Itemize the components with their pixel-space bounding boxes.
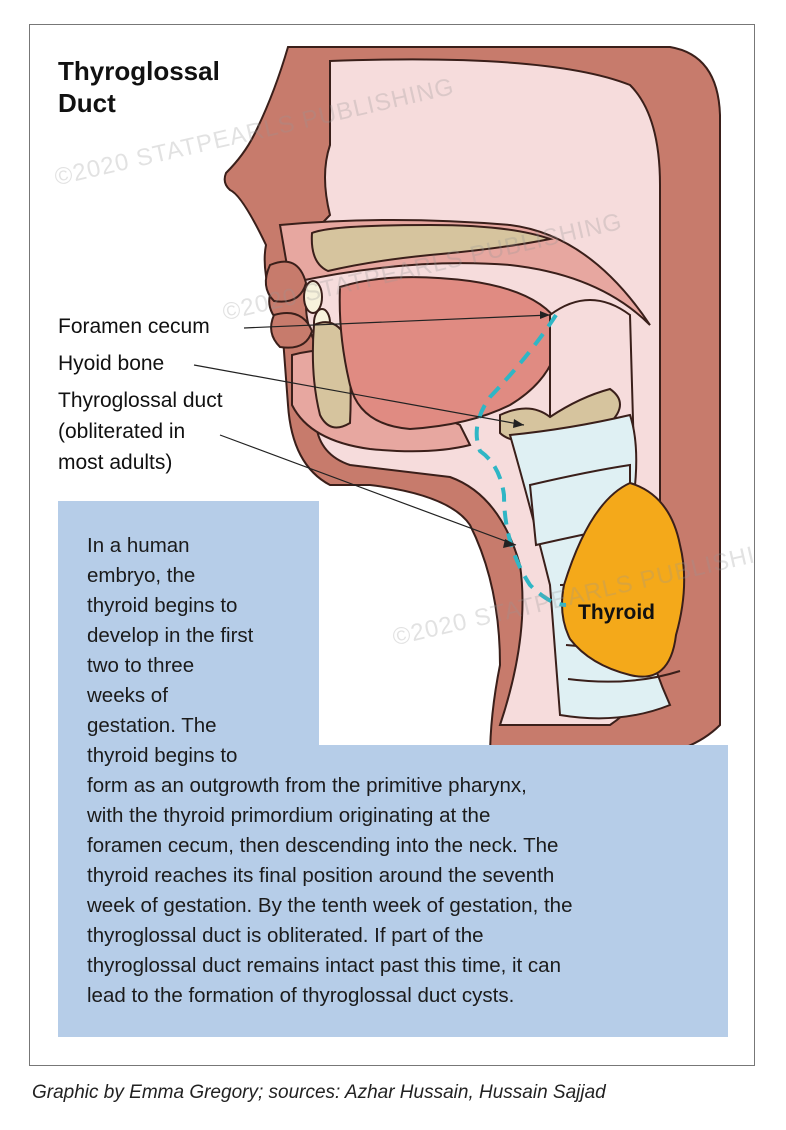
info-line: thyroglossal duct remains intact past th… bbox=[87, 951, 747, 981]
info-line: lead to the formation of thyroglossal du… bbox=[87, 981, 747, 1011]
info-line: thyroid begins to bbox=[87, 591, 307, 621]
duct-label-line-2: (obliterated in bbox=[58, 416, 223, 447]
duct-label-line-1: Thyroglossal duct bbox=[58, 385, 223, 416]
figure-title: Thyroglossal Duct bbox=[58, 55, 220, 119]
info-line: thyroid begins to bbox=[87, 741, 307, 771]
info-line: In a human bbox=[87, 531, 307, 561]
info-line: weeks of bbox=[87, 681, 307, 711]
foramen-cecum-label: Foramen cecum bbox=[58, 311, 210, 342]
info-line: two to three bbox=[87, 651, 307, 681]
info-line: with the thyroid primordium originating … bbox=[87, 801, 747, 831]
figure-frame: Thyroglossal Duct Foramen cecum Hyoid bo… bbox=[29, 24, 755, 1066]
info-text-narrow: In a human embryo, the thyroid begins to… bbox=[87, 531, 307, 771]
title-line-2: Duct bbox=[58, 87, 220, 119]
info-text-wide: form as an outgrowth from the primitive … bbox=[87, 771, 747, 1011]
hyoid-bone-label: Hyoid bone bbox=[58, 348, 164, 379]
info-line: form as an outgrowth from the primitive … bbox=[87, 771, 747, 801]
figure-credit: Graphic by Emma Gregory; sources: Azhar … bbox=[32, 1082, 606, 1104]
duct-label-line-3: most adults) bbox=[58, 447, 223, 478]
info-line: embryo, the bbox=[87, 561, 307, 591]
thyroglossal-duct-label: Thyroglossal duct (obliterated in most a… bbox=[58, 385, 223, 478]
info-line: foramen cecum, then descending into the … bbox=[87, 831, 747, 861]
info-line: thyroglossal duct is obliterated. If par… bbox=[87, 921, 747, 951]
foramen-cecum-text: Foramen cecum bbox=[58, 311, 210, 342]
hyoid-bone-text: Hyoid bone bbox=[58, 348, 164, 379]
title-line-1: Thyroglossal bbox=[58, 55, 220, 87]
info-line: thyroid reaches its final position aroun… bbox=[87, 861, 747, 891]
info-line: develop in the first bbox=[87, 621, 307, 651]
info-line: week of gestation. By the tenth week of … bbox=[87, 891, 747, 921]
info-line: gestation. The bbox=[87, 711, 307, 741]
